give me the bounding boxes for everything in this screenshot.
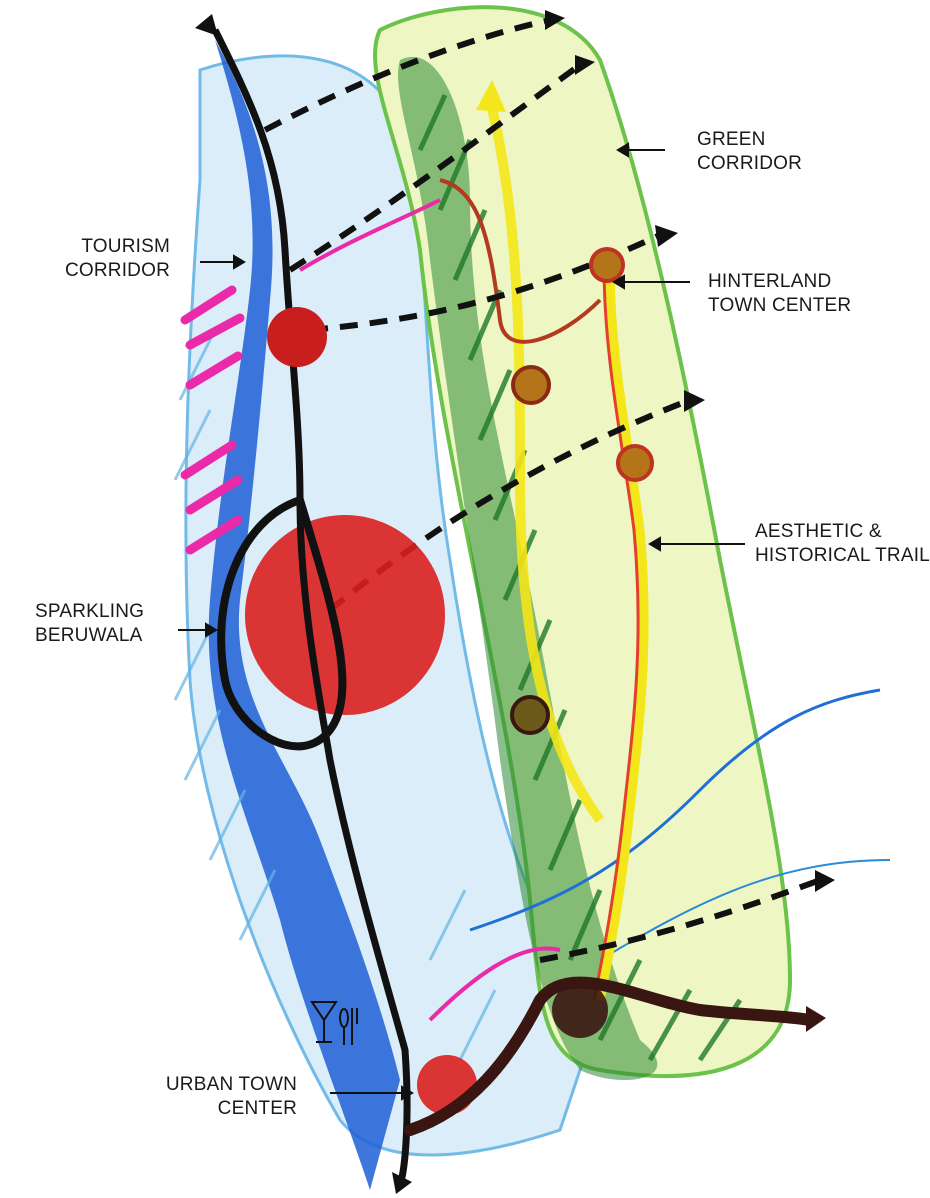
label-tourism-corridor: TOURISM CORRIDOR	[55, 235, 170, 283]
label-urban-town-center: URBAN TOWN CENTER	[155, 1073, 297, 1121]
label-aesthetic-line1: AESTHETIC &	[755, 520, 930, 544]
brown-road-arrow	[806, 1006, 826, 1032]
label-sparkling-line1: SPARKLING	[35, 600, 144, 624]
label-aesthetic-line2: HISTORICAL TRAIL	[755, 544, 930, 568]
tourism-node	[267, 307, 327, 367]
label-hinterland-line2: TOWN CENTER	[708, 294, 851, 318]
label-urban-line1: URBAN TOWN	[155, 1073, 297, 1097]
label-aesthetic-historical-trail: AESTHETIC & HISTORICAL TRAIL	[755, 520, 930, 568]
trail-node-2	[618, 446, 652, 480]
trail-node-3	[512, 697, 548, 733]
label-green-corridor-line2: CORRIDOR	[697, 152, 802, 176]
road-arrow-top	[195, 14, 218, 36]
label-green-corridor-line1: GREEN	[697, 128, 802, 152]
label-sparkling-line2: BERUWALA	[35, 624, 144, 648]
trail-node-1	[513, 367, 549, 403]
label-urban-line2: CENTER	[155, 1097, 297, 1121]
label-green-corridor: GREEN CORRIDOR	[697, 128, 802, 176]
label-tourism-corridor-line1: TOURISM	[55, 235, 170, 259]
label-hinterland-town-center: HINTERLAND TOWN CENTER	[708, 270, 851, 318]
label-hinterland-line1: HINTERLAND	[708, 270, 851, 294]
hinterland-node	[591, 249, 623, 281]
label-sparkling-beruwala: SPARKLING BERUWALA	[35, 600, 144, 648]
label-tourism-corridor-line2: CORRIDOR	[55, 259, 170, 283]
